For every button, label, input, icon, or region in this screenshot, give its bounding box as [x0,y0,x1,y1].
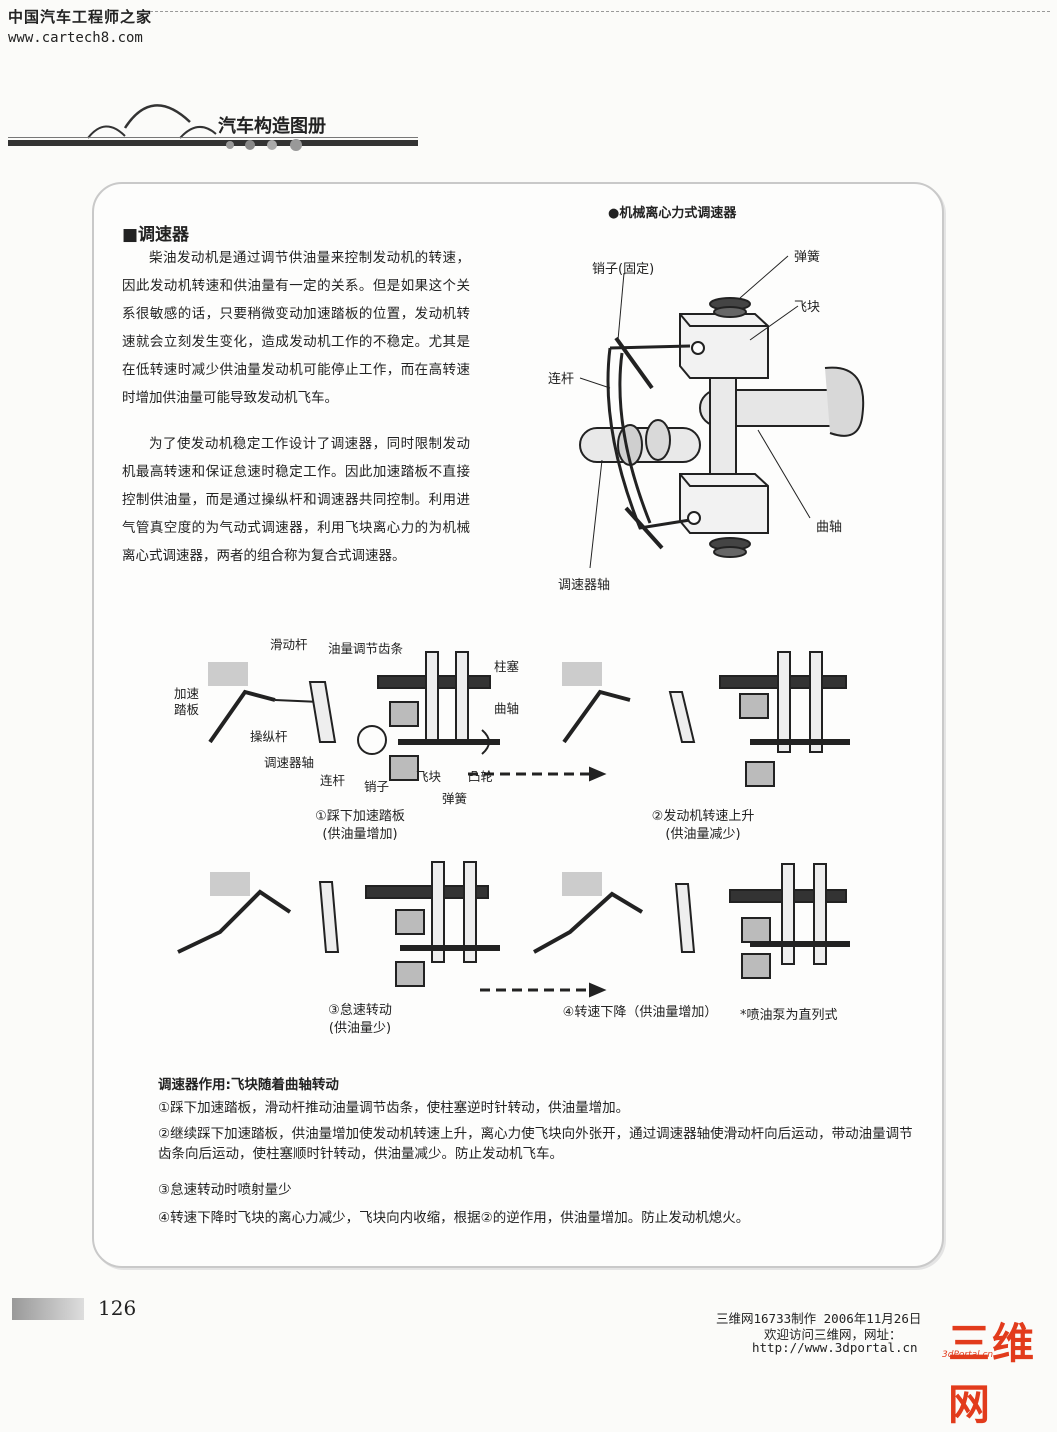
label-pin: 销子(固定) [592,262,655,277]
label-crankshaft-step: 曲轴 [494,701,520,716]
explanation-item-4: ④转速下降时飞块的离心力减少，飞块向内收缩，根据②的逆作用，供油量增加。防止发动… [158,1210,750,1226]
step-drawings-icon [177,651,850,998]
paragraph-2: 为了使发动机稳定工作设计了调速器，同时限制发动机最高转速和保证怠速时稳定工作。因… [122,436,470,564]
label-slide-rod: 滑动杆 [270,637,308,652]
book-title: 汽车构造图册 [218,116,326,137]
label-crankshaft: 曲轴 [816,520,843,535]
label-link: 连杆 [548,372,575,387]
site-name: 中国汽车工程师之家 [8,8,153,26]
main-governor-figure: 销子(固定) 弹簧 飞块 连杆 曲轴 调速器轴 [540,228,880,608]
explanation-item-1: ①踩下加速踏板，滑动杆推动油量调节齿条，使柱塞逆时针转动，供油量增加。 [158,1100,630,1116]
main-figure-title: ●机械离心力式调速器 [608,206,737,221]
explanation-item-2: ②继续踩下加速踏板，供油量增加使发动机转速上升，离心力使飞块向外张开，通过调速器… [158,1126,913,1162]
credit-line-3: http://www.3dportal.cn [752,1340,918,1355]
label-pedal: 加速踏板 [174,686,200,717]
explanation-heading: 调速器作用:飞块随着曲轴转动 [158,1077,339,1093]
label-cam: 凸轮 [468,769,494,784]
label-governor-shaft: 调速器轴 [558,578,611,593]
caption-step-3: ③怠速转动 (供油量少) [328,1003,392,1036]
step-diagrams: 滑动杆 油量调节齿条 柱塞 加速踏板 曲轴 操纵杆 调速器轴 连杆 销子 飞块 … [150,632,910,1036]
label-lever: 操纵杆 [250,729,288,744]
page-number: 126 [98,1296,137,1320]
label-spring-step: 弹簧 [442,791,468,806]
logo-subtitle: 3dPortal.cn [942,1350,994,1360]
caption-step-4: ④转速下降（供油量增加） [562,1005,718,1020]
header-dots-icon [226,139,302,151]
top-rule [150,11,1050,12]
credit-line-1: 三维网16733制作 2006年11月26日 [716,1311,922,1326]
label-gov-shaft: 调速器轴 [264,755,315,770]
label-flyweight-step: 飞块 [416,769,442,784]
label-pin-step: 销子 [364,779,390,794]
label-flyweight: 飞块 [794,300,821,315]
pump-note: *喷油泵为直列式 [740,1008,838,1023]
explanation-item-3: ③怠速转动时喷射量少 [158,1182,292,1198]
header-bar [8,140,418,146]
credit-line-2: 欢迎访问三维网，网址： [764,1327,902,1342]
caption-step-1: ①踩下加速踏板 (供油量增加) [315,809,405,842]
governor-drawing-icon [579,255,865,569]
site-url: www.cartech8.com [8,30,143,46]
page-bar [12,1298,84,1320]
header-arcs-icon [87,104,217,139]
label-spring: 弹簧 [794,250,821,265]
label-rack: 油量调节齿条 [328,641,404,656]
section-heading: ■调速器 [122,225,190,245]
logo: 三维网 [948,1319,1037,1429]
content-panel [92,182,944,1268]
label-link-step: 连杆 [320,773,346,788]
header-divider [8,137,418,138]
caption-step-2: ②发动机转速上升 (供油量减少) [651,809,755,842]
paragraph-1: 柴油发动机是通过调节供油量来控制发动机的转速，因此发动机转速和供油量有一定的关系… [122,250,470,406]
label-plunger: 柱塞 [494,659,520,674]
